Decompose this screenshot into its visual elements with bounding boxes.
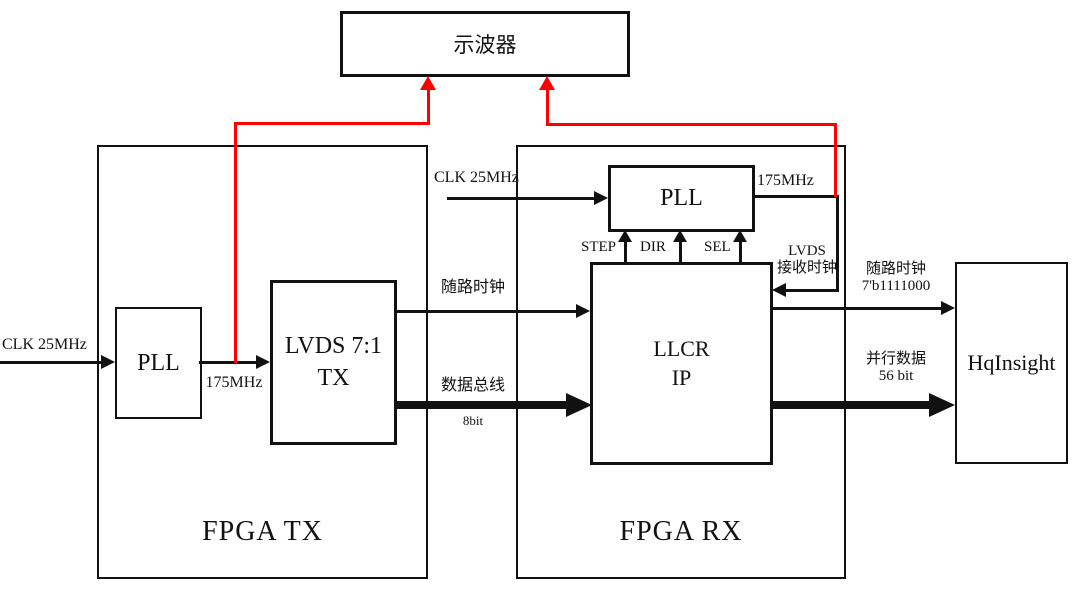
llcr-ip-label: LLCR IP — [653, 335, 710, 390]
step-arrow — [624, 241, 627, 263]
output-clock-arrow — [772, 307, 943, 310]
probe-arrowhead-tx-icon — [420, 76, 436, 90]
probe-line-rx-horizontal — [546, 123, 837, 126]
parallel-data-label: 并行数据 56 bit — [865, 351, 926, 385]
tx-pll-label: PLL — [137, 349, 180, 376]
sel-arrowhead-icon — [733, 230, 747, 242]
tx-pll-box: PLL — [115, 307, 202, 419]
lvds-rx-clock-label: LVDS 接收时钟 — [776, 243, 837, 277]
hqinsight-box: HqInsight — [955, 262, 1068, 464]
tx-pll-freq-label: 175MHz — [205, 374, 263, 391]
rx-pll-output-line-vertical — [836, 195, 839, 292]
probe-line-tx-horizontal — [234, 122, 430, 125]
tx-clk-arrowhead-icon — [101, 355, 115, 369]
probe-arrowhead-rx-icon — [539, 76, 555, 90]
step-arrowhead-icon — [618, 230, 632, 242]
output-clock-arrowhead-icon — [941, 301, 955, 315]
step-label: STEP — [581, 239, 617, 255]
hqinsight-label: HqInsight — [967, 350, 1056, 375]
data-bus-arrow — [396, 401, 570, 409]
tx-clk-label: CLK 25MHz — [2, 336, 87, 353]
lvds-rx-clock-arrow — [784, 289, 839, 292]
probe-arrow-rx — [546, 89, 549, 126]
rx-pll-freq-label: 175MHz — [757, 172, 814, 189]
data-bus-width: 8bit — [462, 413, 484, 429]
fpga-tx-label: FPGA TX — [202, 516, 323, 547]
llcr-ip-box: LLCR IP — [590, 262, 773, 465]
tx-pll-to-lvds-arrowhead-icon — [256, 355, 270, 369]
rx-pll-label: PLL — [660, 185, 703, 211]
probe-line-rx-vertical — [834, 123, 837, 197]
output-clock-label: 随路时钟 7'b1111000 — [861, 261, 931, 295]
data-bus-label: 数据总线 8bit — [428, 359, 518, 448]
probe-line-tx-vertical — [234, 122, 237, 363]
sel-label: SEL — [704, 239, 731, 255]
oscilloscope-label: 示波器 — [453, 33, 517, 57]
rx-clk-arrow — [447, 197, 596, 200]
channel-clock-arrowhead-icon — [576, 304, 590, 318]
lvds-tx-label: LVDS 7:1 TX — [284, 333, 383, 391]
parallel-data-arrowhead-icon — [929, 393, 955, 417]
channel-clock-arrow — [396, 310, 578, 313]
dir-arrowhead-icon — [673, 230, 687, 242]
rx-pll-output-line — [753, 195, 839, 198]
dir-label: DIR — [640, 239, 666, 255]
rx-clk-label: CLK 25MHz — [434, 169, 519, 186]
parallel-data-arrow — [772, 401, 931, 409]
lvds-rx-clock-arrowhead-icon — [772, 283, 786, 297]
channel-clock-label: 随路时钟 — [440, 279, 505, 296]
tx-clk-arrow — [0, 361, 102, 364]
dir-arrow — [679, 241, 682, 263]
data-bus-arrowhead-icon — [566, 393, 592, 417]
sel-arrow — [739, 241, 742, 263]
data-bus-name: 数据总线 — [440, 377, 505, 395]
fpga-rx-label: FPGA RX — [619, 516, 743, 547]
oscilloscope-box: 示波器 — [340, 11, 630, 77]
lvds-tx-box: LVDS 7:1 TX — [270, 280, 397, 445]
rx-pll-box: PLL — [608, 165, 755, 232]
probe-arrow-tx — [427, 89, 430, 125]
tx-pll-to-lvds-arrow — [199, 361, 258, 364]
rx-clk-arrowhead-icon — [594, 191, 608, 205]
